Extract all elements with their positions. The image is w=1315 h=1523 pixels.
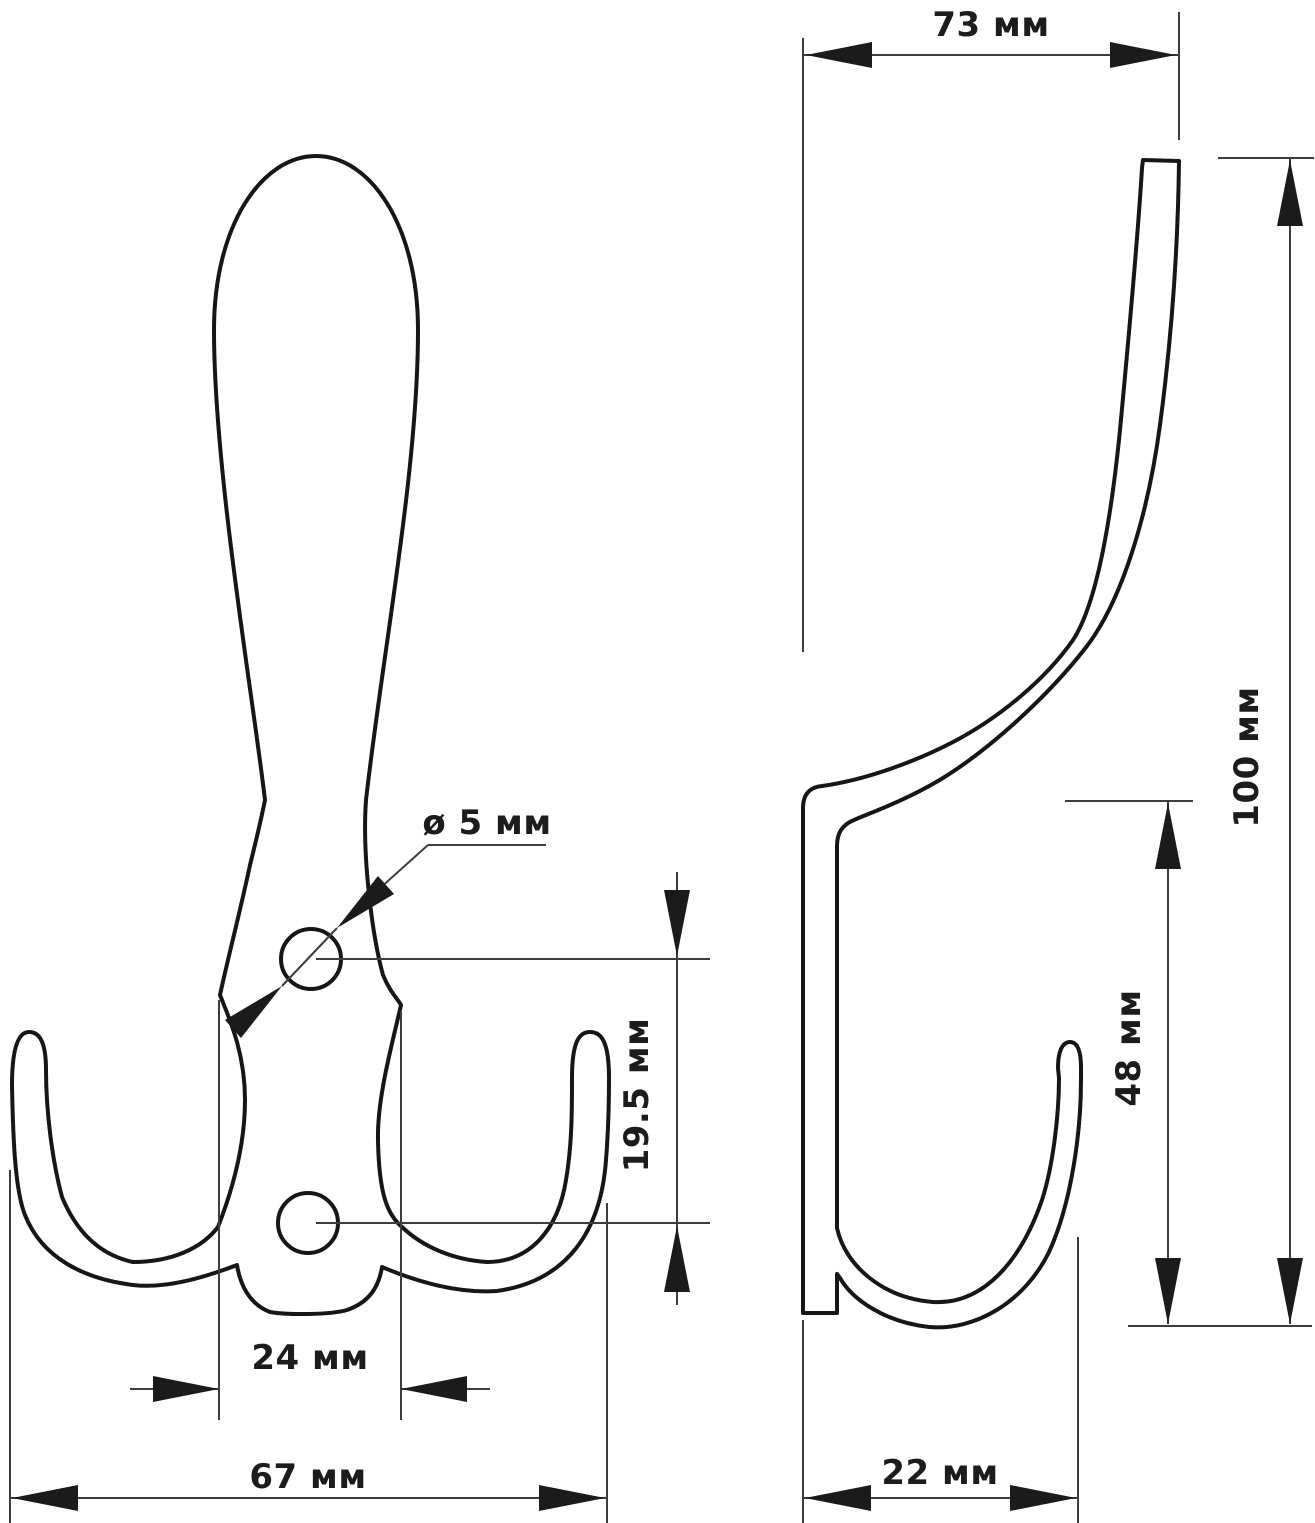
arrowhead-up: [1277, 160, 1303, 226]
side-view: 73 мм 100 мм 48 мм 22 мм: [801, 5, 1314, 1523]
arrowhead-right: [1010, 1485, 1076, 1511]
arrowhead-up: [1155, 803, 1181, 869]
arrowhead-left: [806, 42, 872, 68]
arrowhead-right: [539, 1485, 605, 1511]
arrowhead-left: [12, 1485, 78, 1511]
dim-hole-span: 24 мм: [130, 1000, 490, 1420]
dim-label-overall-height: 100 мм: [1227, 686, 1267, 827]
dim-hole-spacing: 19.5 мм: [316, 872, 710, 1305]
dim-base-depth: 22 мм: [802, 1237, 1079, 1523]
dim-hook-drop: 48 мм: [1065, 800, 1193, 1324]
arrowhead-left: [401, 1376, 467, 1402]
arrowhead-down: [1277, 1258, 1303, 1324]
dim-label-hole-spacing: 19.5 мм: [617, 1018, 657, 1173]
dim-label-overall-width: 67 мм: [249, 1457, 366, 1497]
dim-hole-diameter: ø 5 мм: [225, 803, 551, 1038]
side-view-outline: [801, 158, 1181, 1330]
leader-diagonal-through-hole: [281, 927, 338, 987]
dim-label-top-depth: 73 мм: [932, 5, 1049, 45]
front-view-outline: [10, 154, 611, 1317]
arrowhead-down: [664, 890, 690, 956]
dim-label-hole-span: 24 мм: [251, 1338, 368, 1378]
arrowhead-right: [1110, 42, 1176, 68]
dim-label-hole-diameter: ø 5 мм: [422, 803, 551, 843]
dim-label-hook-drop: 48 мм: [1109, 989, 1149, 1106]
leader-arrowhead-lower: [225, 986, 282, 1038]
dim-label-base-depth: 22 мм: [881, 1453, 998, 1493]
dim-overall-height: 100 мм: [1128, 157, 1314, 1327]
leader-arrowhead-upper: [337, 876, 394, 928]
front-view: ø 5 мм 19.5 мм 24 мм 6: [9, 154, 710, 1523]
arrowhead-left: [805, 1485, 871, 1511]
dim-overall-width: 67 мм: [9, 1170, 608, 1523]
arrowhead-down: [1155, 1258, 1181, 1324]
arrowhead-up: [664, 1226, 690, 1292]
dim-top-depth: 73 мм: [802, 5, 1180, 652]
arrowhead-right: [153, 1376, 219, 1402]
